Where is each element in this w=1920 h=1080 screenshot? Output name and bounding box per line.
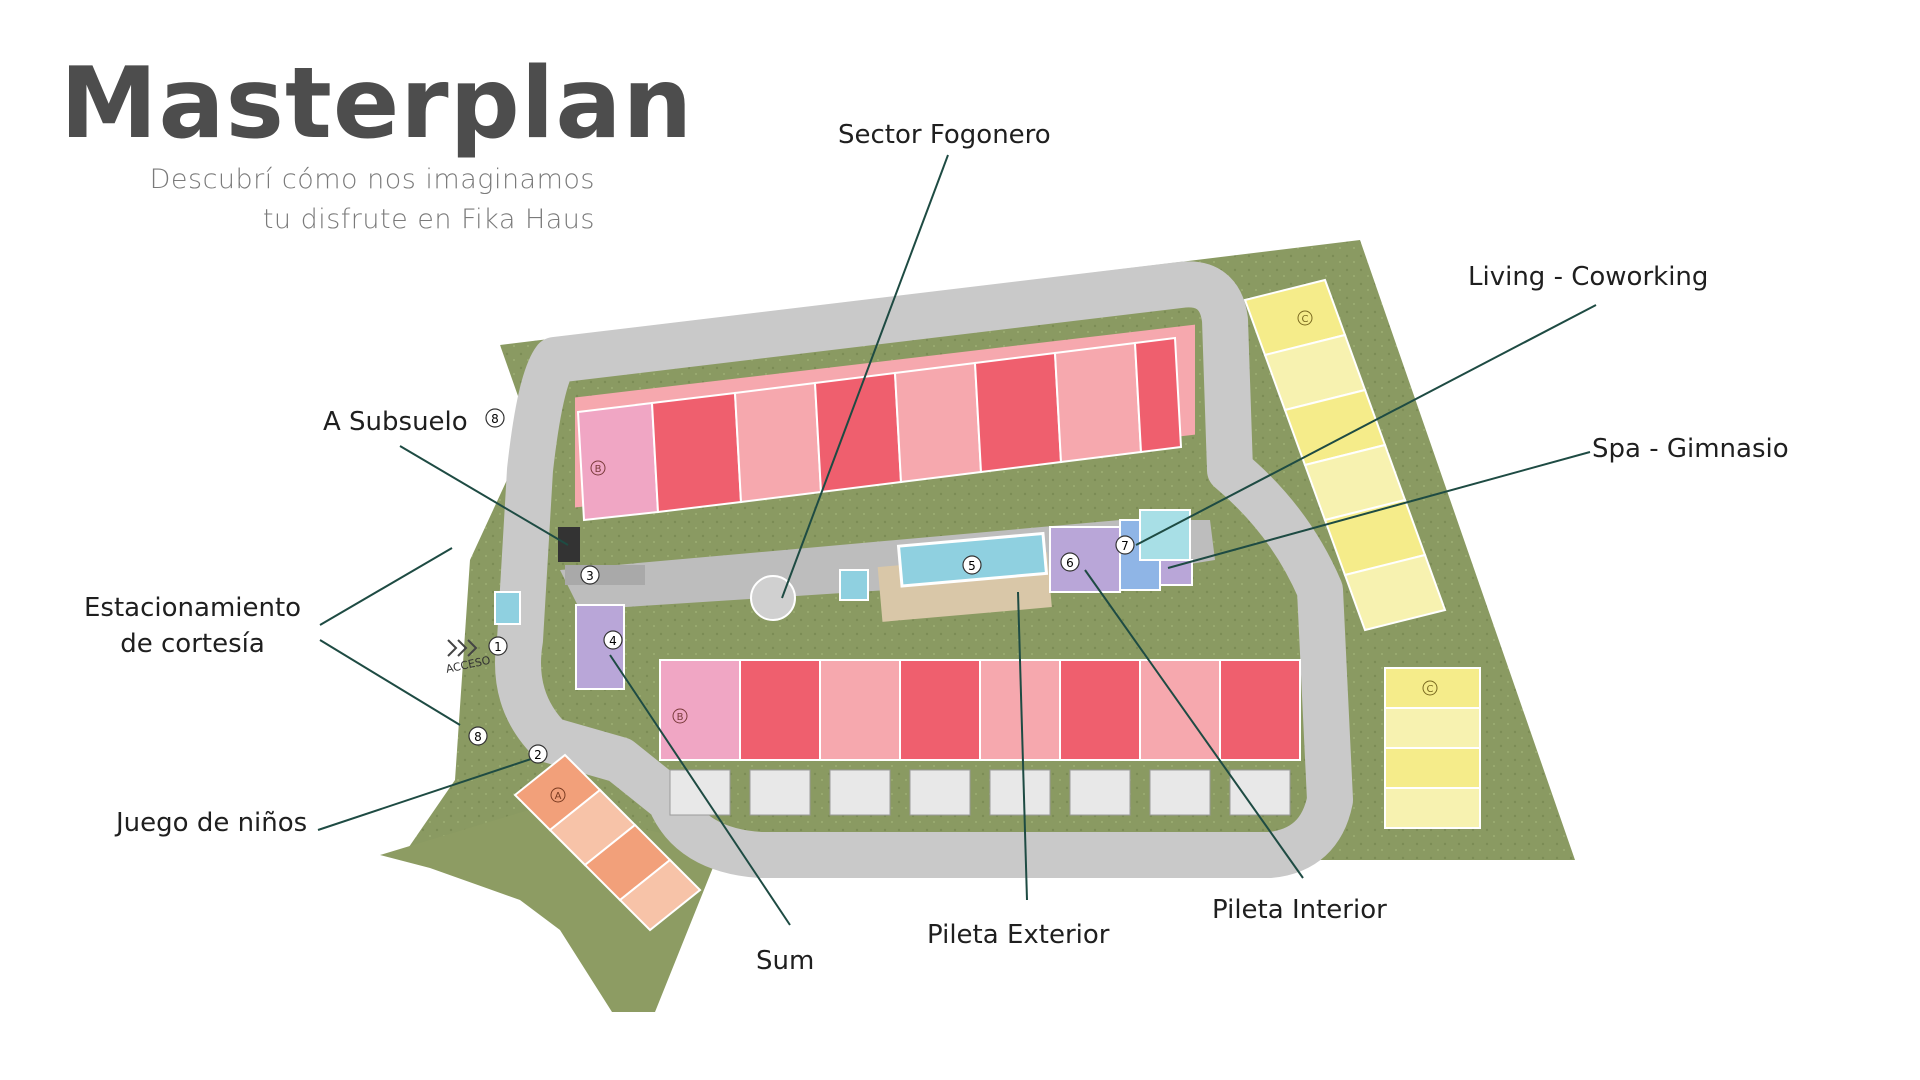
ring-road	[495, 261, 1353, 878]
label-a-subsuelo[interactable]: A Subsuelo	[323, 407, 468, 437]
page-title: Masterplan	[60, 47, 694, 161]
marker-2-text: 2	[534, 748, 542, 762]
fogonero-circle	[750, 575, 796, 621]
subtitle-line-1: Descubrí cómo nos imaginamos	[149, 164, 595, 195]
marker-2: 2	[528, 744, 548, 764]
subtitle-line-2: tu disfrute en Fika Haus	[262, 204, 595, 235]
unit-c-lower-text: C	[1427, 684, 1434, 695]
spa-building	[1049, 509, 1193, 593]
marker-8-subsuelo: 8	[485, 408, 505, 428]
label-sum[interactable]: Sum	[756, 946, 815, 976]
page-subtitle: Descubrí cómo nos imaginamos tu disfrute…	[110, 160, 595, 240]
marker-1: 1	[488, 636, 508, 656]
marker-5: 5	[962, 555, 982, 575]
label-estacionamiento[interactable]: Estacionamiento de cortesía	[84, 590, 301, 662]
marker-6-text: 6	[1066, 556, 1074, 570]
unit-b-top-text: B	[595, 464, 602, 475]
label-spa-gimnasio[interactable]: Spa - Gimnasio	[1592, 434, 1789, 464]
label-pileta-interior[interactable]: Pileta Interior	[1212, 895, 1387, 925]
marker-3-text: 3	[586, 569, 594, 583]
row-c-lower	[1384, 667, 1481, 829]
subsuelo-entry	[565, 565, 645, 585]
row-b-top-blocks	[576, 336, 1183, 522]
marker-8-subsuelo-text: 8	[491, 412, 499, 426]
marker-4: 4	[603, 630, 623, 650]
marker-5-text: 5	[968, 559, 976, 573]
marker-8-estacionamiento-text: 8	[474, 730, 482, 744]
subsuelo-ramp	[558, 527, 580, 562]
label-estacionamiento-line2: de cortesía	[120, 629, 265, 659]
unit-c-diagonal-text: C	[1302, 314, 1309, 325]
leader-lines	[317, 154, 1597, 926]
row-b-bottom-garages	[669, 769, 1291, 816]
marker-3: 3	[580, 565, 600, 585]
label-estacionamiento-line1: Estacionamiento	[84, 593, 302, 623]
label-juego-de-ninos[interactable]: Juego de niños	[116, 808, 308, 838]
unit-type-markers: B B C C A	[550, 310, 1438, 803]
label-living-coworking[interactable]: Living - Coworking	[1468, 262, 1709, 292]
marker-8-estacionamiento: 8	[468, 726, 488, 746]
marker-6: 6	[1060, 552, 1080, 572]
row-a	[513, 753, 702, 932]
row-b-bottom-blocks	[659, 659, 1301, 761]
marker-4-text: 4	[609, 634, 617, 648]
acceso-arrows	[447, 639, 478, 657]
label-sector-fogonero[interactable]: Sector Fogonero	[838, 120, 1051, 150]
marker-1-text: 1	[494, 640, 502, 654]
unit-a-text: A	[555, 791, 562, 802]
label-pileta-exterior[interactable]: Pileta Exterior	[927, 920, 1110, 950]
row-c-diagonal	[1243, 278, 1447, 632]
marker-7-text: 7	[1121, 539, 1129, 553]
marker-7: 7	[1115, 535, 1135, 555]
unit-b-bottom-text: B	[677, 712, 684, 723]
guard-booth	[494, 591, 521, 625]
